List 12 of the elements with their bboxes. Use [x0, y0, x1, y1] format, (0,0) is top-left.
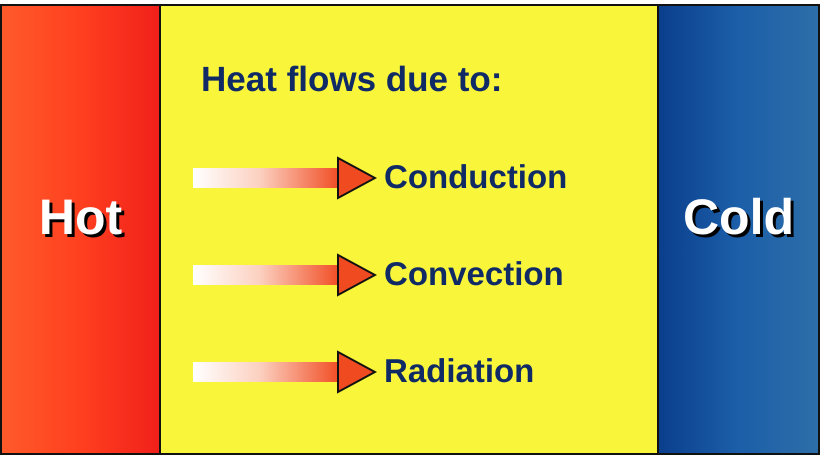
- color-panel: [0, 4, 161, 455]
- block-arrow: [193, 351, 376, 393]
- heat-transfer-label: Convection: [384, 255, 564, 293]
- panel-label: Cold: [682, 188, 796, 246]
- color-panel: [657, 4, 820, 455]
- block-arrow: [193, 254, 376, 296]
- panel-label: Hot: [38, 188, 124, 246]
- block-arrow: [193, 157, 376, 199]
- heat-transfer-label: Radiation: [384, 352, 534, 390]
- color-panel: [159, 4, 659, 455]
- heat-transfer-label: Conduction: [384, 158, 568, 196]
- heading: Heat flows due to:: [201, 60, 502, 100]
